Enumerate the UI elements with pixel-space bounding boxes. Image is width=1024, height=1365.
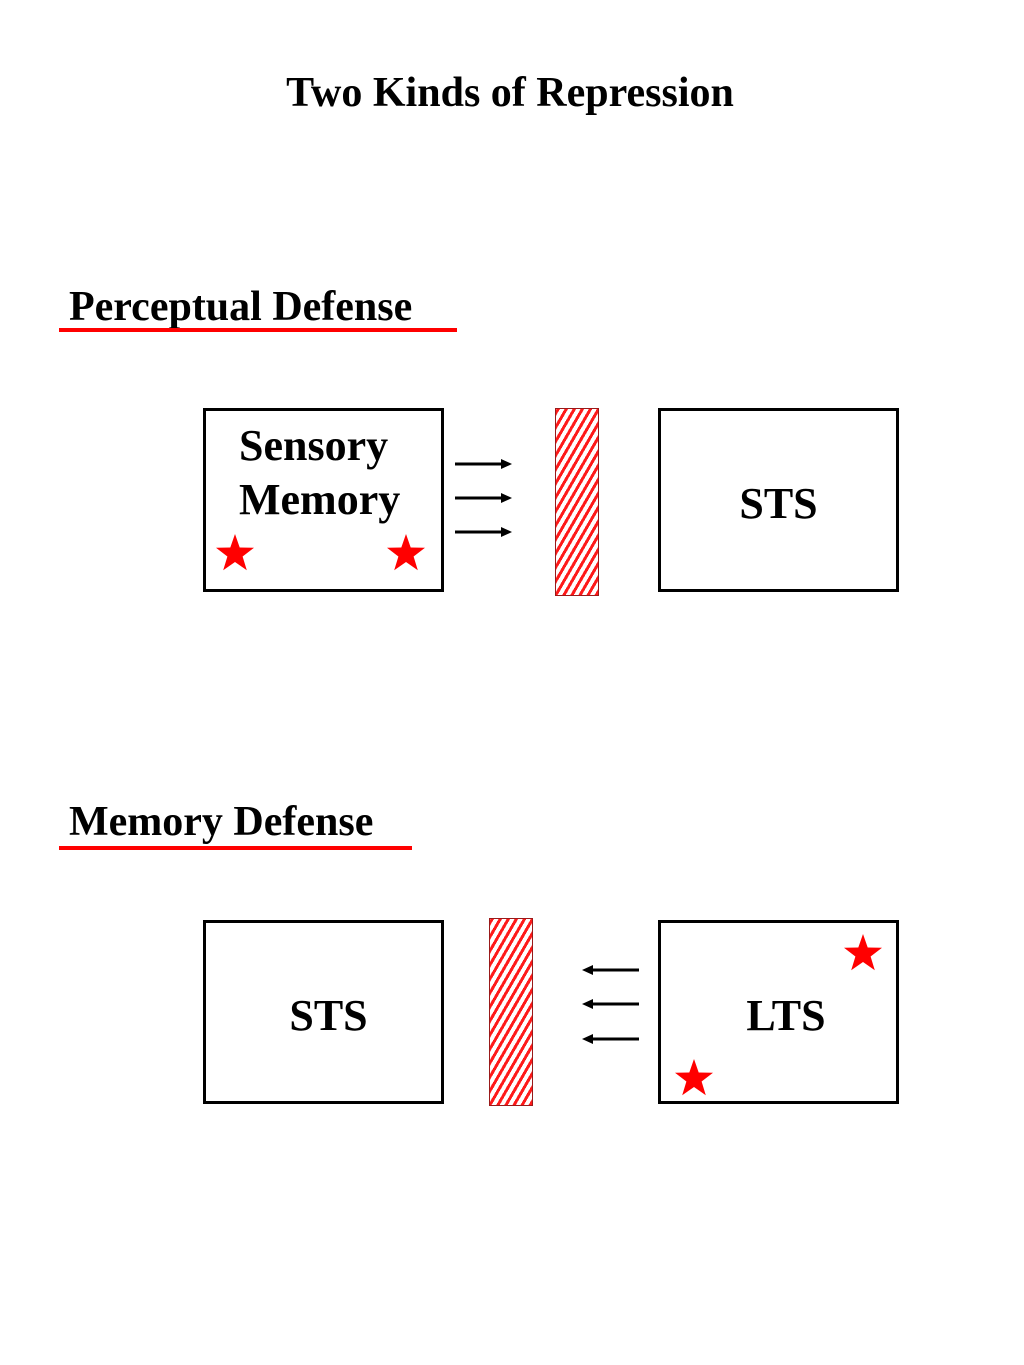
arrow-left-icon bbox=[582, 965, 639, 975]
arrow-left-icon bbox=[582, 999, 639, 1009]
memory-sts-box: STS bbox=[203, 920, 444, 1104]
star-icon bbox=[844, 934, 882, 971]
memory-defense-underline bbox=[59, 846, 412, 850]
memory-barrier bbox=[489, 918, 533, 1106]
perceptual-sts-box: STS bbox=[658, 408, 899, 592]
memory-defense-heading: Memory Defense bbox=[69, 799, 374, 845]
perceptual-sts-label: STS bbox=[739, 479, 818, 528]
arrow-left-icon bbox=[582, 1034, 639, 1044]
perceptual-barrier bbox=[555, 408, 599, 596]
sensory-memory-label-line1: Sensory bbox=[239, 421, 389, 470]
page-title: Two Kinds of Repression bbox=[286, 70, 734, 116]
lts-label: LTS bbox=[746, 991, 826, 1040]
star-icon bbox=[675, 1059, 713, 1096]
perceptual-defense-underline bbox=[59, 328, 457, 332]
perceptual-defense-heading: Perceptual Defense bbox=[69, 284, 413, 330]
arrow-right-icon bbox=[455, 493, 512, 503]
memory-sts-label: STS bbox=[289, 991, 368, 1040]
lts-box: LTS bbox=[658, 920, 899, 1104]
arrow-right-icon bbox=[455, 459, 512, 469]
star-icon bbox=[387, 534, 425, 571]
star-icon bbox=[216, 534, 254, 571]
sensory-memory-label-line2: Memory bbox=[239, 475, 401, 524]
arrow-right-icon bbox=[455, 527, 512, 537]
sensory-memory-box: Sensory Memory bbox=[203, 408, 444, 592]
